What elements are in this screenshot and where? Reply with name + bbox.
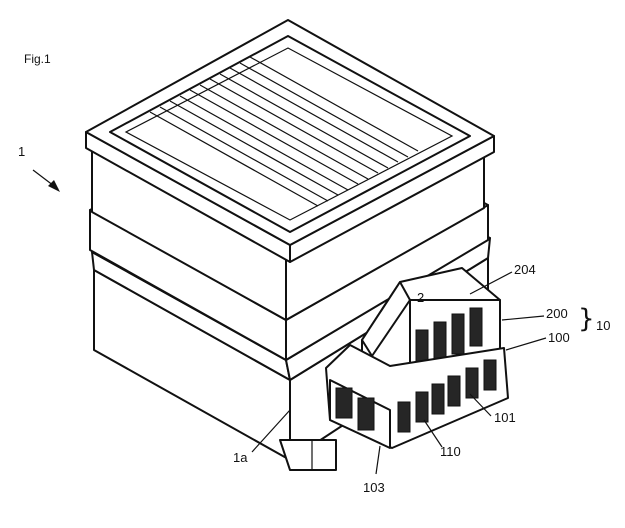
label-combined: 10 bbox=[596, 318, 611, 333]
label-body: 1a bbox=[233, 450, 248, 465]
base-foot bbox=[279, 439, 337, 471]
lower-unit-housing bbox=[325, 344, 509, 449]
label-inner-part: 110 bbox=[440, 444, 461, 459]
label-lower-unit: 100 bbox=[548, 330, 570, 345]
grouping-brace: } bbox=[578, 304, 595, 334]
label-side-panel: 103 bbox=[363, 480, 385, 495]
label-assembly: 1 bbox=[18, 144, 26, 159]
label-top-mark: 2 bbox=[417, 290, 425, 305]
tray-slots bbox=[149, 56, 419, 207]
label-upper-unit: 200 bbox=[546, 306, 568, 321]
label-top-housing: 204 bbox=[514, 262, 536, 277]
leader-lines bbox=[251, 271, 547, 475]
label-vent-grille: 101 bbox=[494, 410, 516, 425]
figure-title: Fig.1 bbox=[24, 52, 51, 66]
assembly-arrow bbox=[32, 169, 60, 192]
